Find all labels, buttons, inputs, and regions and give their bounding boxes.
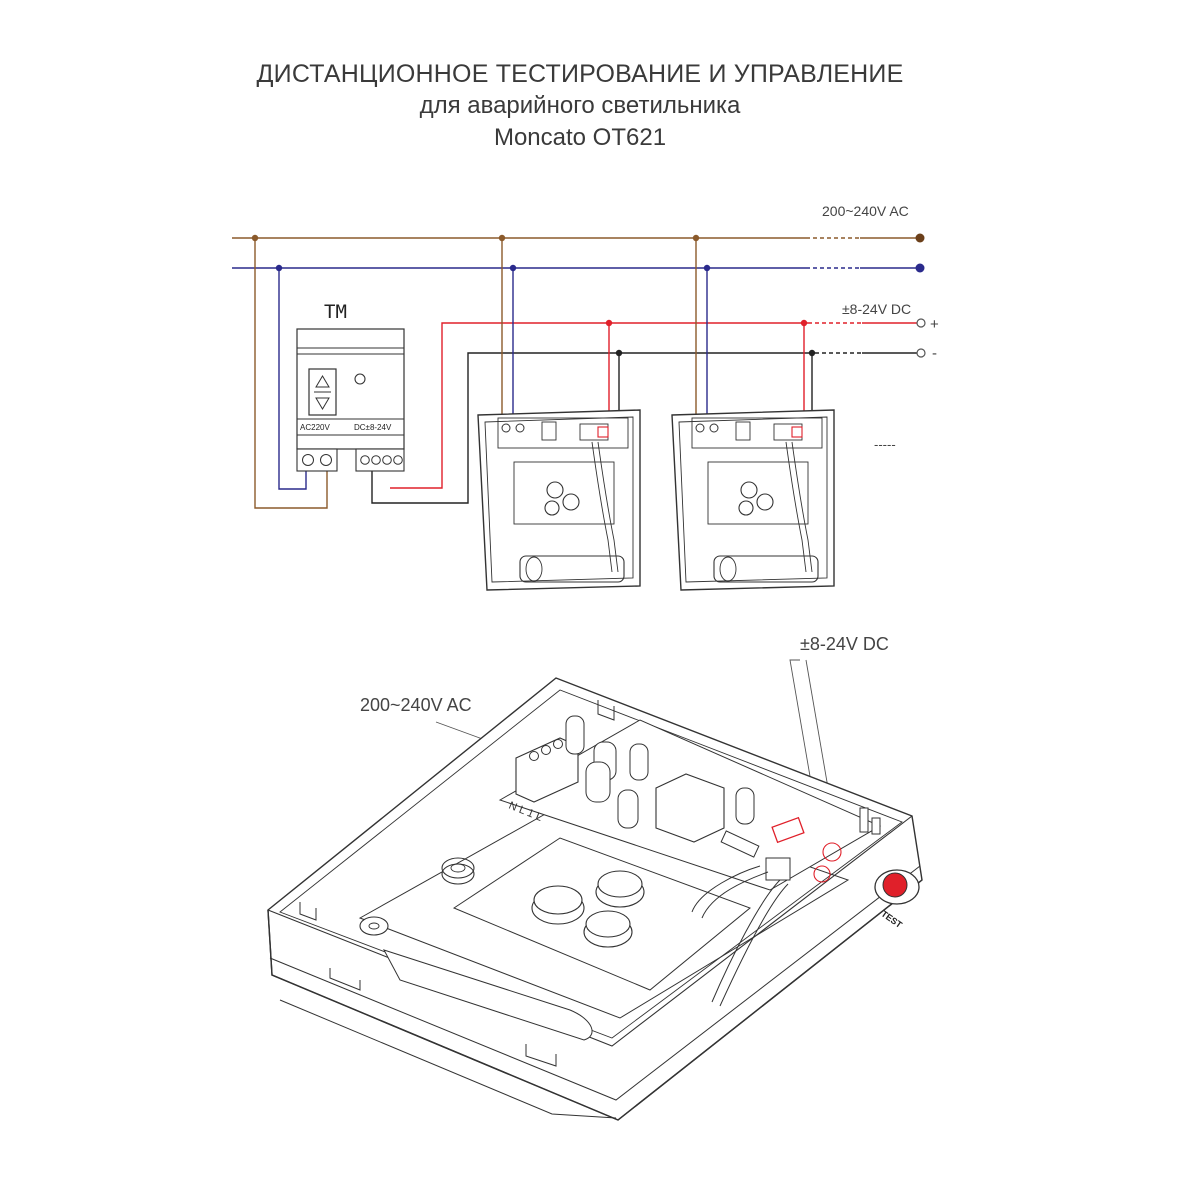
test-button — [882, 872, 908, 898]
luminaire-1 — [477, 234, 641, 591]
tm-module-name: TM — [324, 301, 347, 323]
dc-connector — [771, 816, 805, 844]
luminaire-2 — [671, 234, 835, 591]
title-block: ДИСТАНЦИОННОЕ ТЕСТИРОВАНИЕ И УПРАВЛЕНИЕ … — [0, 58, 1160, 154]
dc-minus-terminal — [916, 348, 926, 358]
tm-ac-wiring — [254, 238, 328, 509]
title-line-1: ДИСТАНЦИОННОЕ ТЕСТИРОВАНИЕ И УПРАВЛЕНИЕ — [256, 60, 904, 88]
detail-view: ±8-24V DC 200~240V AC — [267, 634, 923, 1121]
tm-live-wire — [254, 238, 328, 509]
junction-dot — [251, 234, 259, 242]
dc-bus — [371, 322, 918, 504]
dc-minus-line — [371, 352, 808, 504]
dc-minus-sign: - — [932, 345, 937, 362]
dc-plus-terminal — [916, 318, 926, 328]
ac-bus — [232, 237, 918, 269]
tm-neutral-wire — [278, 268, 307, 490]
tm-module: TM AC220V DC±8-24V — [296, 301, 405, 472]
detail-dc-label: ±8-24V DC — [800, 634, 889, 654]
continuation-dashes: ----- — [874, 437, 896, 452]
title-line-2: для аварийного светильника — [419, 92, 741, 119]
ac-label: 200~240V AC — [822, 203, 909, 219]
dc-plus-line — [390, 322, 808, 489]
tm-dc-terminal-label: DC±8-24V — [354, 423, 392, 432]
live-terminal-dot — [915, 233, 925, 243]
tm-ac-terminal-label: AC220V — [300, 423, 330, 432]
junction-dot — [275, 264, 283, 272]
neutral-terminal-dot — [915, 263, 925, 273]
dc-label: ±8-24V DC — [842, 301, 911, 317]
test-button-label: TEST — [879, 909, 904, 931]
tm-indicator-led — [354, 373, 366, 385]
detail-ac-label: 200~240V AC — [360, 695, 472, 715]
title-line-3: Moncato OT621 — [493, 124, 667, 151]
dc-plus-sign: + — [930, 316, 939, 333]
